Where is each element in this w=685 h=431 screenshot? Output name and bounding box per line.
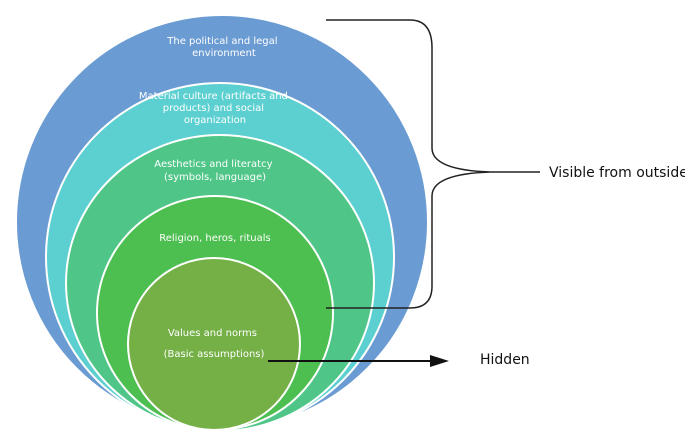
hidden-label: Hidden — [480, 352, 530, 368]
visible-from-outside-label: Visible from outside — [549, 165, 685, 181]
visible-brace — [326, 19, 540, 309]
layer-material-label: Material culture (artifacts and products… — [139, 91, 291, 126]
hidden-arrow-head — [430, 355, 449, 367]
layer-values-circle — [127, 257, 301, 431]
layer-religion-label: Religion, heros, rituals — [159, 233, 270, 244]
layer-values-label: Values and norms (Basic assumptions) — [164, 328, 265, 360]
layer-aesthetics-label: Aesthetics and literatcy (symbols, langu… — [154, 159, 275, 183]
layer-political-label: The political and legal environment — [166, 36, 280, 59]
